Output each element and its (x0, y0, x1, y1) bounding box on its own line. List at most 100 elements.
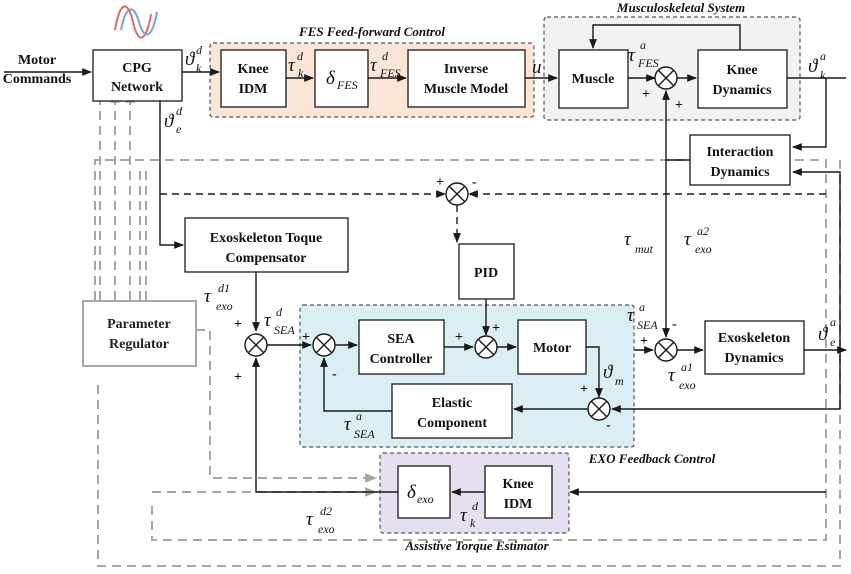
svg-text:PID: PID (474, 266, 498, 281)
svg-text:δ: δ (407, 482, 417, 503)
svg-text:SEA: SEA (354, 427, 375, 441)
svg-text:d1: d1 (218, 281, 230, 295)
svg-text:FES: FES (637, 56, 659, 70)
theta-e-d-label: ϑ e d (164, 104, 183, 136)
exo-feedback-region-label: EXO Feedback Control (588, 451, 716, 466)
svg-text:SEA: SEA (274, 323, 295, 337)
exoskeleton-dynamics-block: Exoskeleton Dynamics (704, 320, 805, 375)
sea-controller-block: SEA Controller (358, 319, 445, 375)
musculo-sum-junction (654, 66, 678, 90)
sea-error-plus: + (302, 330, 310, 345)
theta-k-d-label: ϑ k d (185, 43, 203, 75)
svg-text:Motor: Motor (18, 53, 56, 68)
svg-text:exo: exo (216, 299, 233, 313)
theta-m-label: ϑ m (603, 362, 624, 388)
svg-text:τ: τ (288, 55, 296, 76)
svg-text:Regulator: Regulator (109, 337, 169, 352)
svg-text:ϑ: ϑ (185, 49, 196, 70)
svg-text:FES: FES (379, 66, 401, 80)
svg-text:d: d (176, 104, 183, 118)
tau-exo-d1-label: τ exo d1 (204, 281, 233, 313)
elastic-component-block: Elastic Component (391, 383, 513, 439)
tau-k-d-label: τ k d (288, 49, 304, 80)
svg-text:SEA: SEA (387, 332, 415, 347)
svg-text:τ: τ (370, 55, 378, 76)
svg-text:δ: δ (326, 68, 336, 89)
knee-idm-estimator-block: Knee IDM (484, 465, 553, 519)
svg-text:Compensator: Compensator (226, 251, 307, 266)
elastic-sum-junction (587, 397, 611, 421)
delta-exo-block: δ exo (397, 465, 451, 519)
svg-text:exo: exo (417, 492, 434, 506)
svg-text:k: k (820, 68, 826, 82)
svg-text:a: a (820, 49, 826, 63)
svg-text:e: e (176, 122, 182, 136)
motor-sum-junction (474, 335, 498, 359)
svg-text:τ: τ (628, 45, 636, 66)
svg-text:τ: τ (684, 229, 692, 250)
svg-text:Inverse: Inverse (444, 62, 488, 77)
sea-input-sum-junction (244, 333, 268, 357)
elastic-sum-plus: + (580, 382, 588, 397)
delta-fes-block: δ FES (314, 49, 369, 108)
tau-exo-a1-label: τ exo a1 (668, 360, 696, 392)
svg-text:ϑ: ϑ (818, 324, 829, 345)
svg-text:d: d (196, 43, 203, 57)
svg-text:exo: exo (318, 522, 335, 536)
sea-input-plus-1: + (234, 317, 242, 332)
svg-text:Elastic: Elastic (432, 396, 472, 411)
parameter-regulator-block: Parameter Regulator (82, 300, 197, 367)
svg-text:a2: a2 (697, 224, 709, 238)
svg-text:Dynamics: Dynamics (710, 165, 770, 180)
svg-text:a: a (830, 315, 836, 329)
svg-text:Dynamics: Dynamics (712, 83, 772, 98)
svg-text:a: a (640, 38, 646, 52)
svg-text:CPG: CPG (122, 61, 152, 76)
sea-error-minus: - (332, 367, 337, 382)
theta-e-a-label: ϑ e a (818, 315, 836, 349)
svg-text:d: d (472, 499, 479, 513)
svg-text:m: m (615, 374, 624, 388)
motor-commands-label: Motor Commands (3, 53, 72, 87)
assistive-region-label: Assistive Torque Estimator (404, 538, 549, 553)
svg-text:τ: τ (264, 310, 272, 331)
cpg-network-block: CPG Network (92, 49, 183, 102)
exo-torque-compensator-block: Exoskeleton Toque Compensator (184, 217, 349, 273)
svg-text:exo: exo (679, 378, 696, 392)
svg-text:ϑ: ϑ (603, 362, 614, 383)
svg-text:mut: mut (635, 242, 654, 256)
motor-sum-plus-1: + (455, 330, 463, 345)
elastic-sum-minus: - (606, 418, 611, 433)
svg-text:k: k (298, 66, 304, 80)
svg-text:Knee: Knee (502, 477, 533, 492)
svg-text:e: e (830, 335, 836, 349)
pid-sum-minus: - (472, 175, 477, 190)
svg-text:Network: Network (111, 80, 163, 95)
svg-text:k: k (470, 516, 476, 530)
svg-text:IDM: IDM (504, 497, 533, 512)
svg-text:Component: Component (417, 416, 487, 431)
svg-text:d2: d2 (320, 504, 332, 518)
fes-region-label: FES Feed-forward Control (298, 24, 445, 39)
svg-text:Exoskeleton: Exoskeleton (718, 331, 791, 346)
tau-exo-d2-label: τ exo d2 (306, 504, 335, 536)
svg-text:a: a (639, 300, 645, 314)
sea-input-plus-2: + (234, 370, 242, 385)
u-label: u (532, 57, 542, 78)
svg-text:τ: τ (306, 509, 314, 530)
inverse-muscle-model-block: Inverse Muscle Model (407, 49, 526, 108)
muscle-block: Muscle (558, 49, 629, 109)
svg-text:d: d (276, 305, 283, 319)
svg-text:Controller: Controller (370, 352, 433, 367)
svg-text:Motor: Motor (533, 341, 571, 356)
svg-text:Muscle Model: Muscle Model (424, 82, 508, 97)
tau-sea-d-label: τ SEA d (264, 305, 295, 337)
motor-sum-plus-2: + (492, 321, 500, 336)
knee-dynamics-block: Knee Dynamics (697, 49, 788, 109)
motor-block: Motor (517, 319, 587, 375)
musculo-region-label: Musculoskeletal System (616, 0, 745, 15)
pid-sum-plus: + (436, 175, 444, 190)
svg-text:τ: τ (460, 505, 468, 526)
exo-output-minus: - (672, 317, 677, 332)
